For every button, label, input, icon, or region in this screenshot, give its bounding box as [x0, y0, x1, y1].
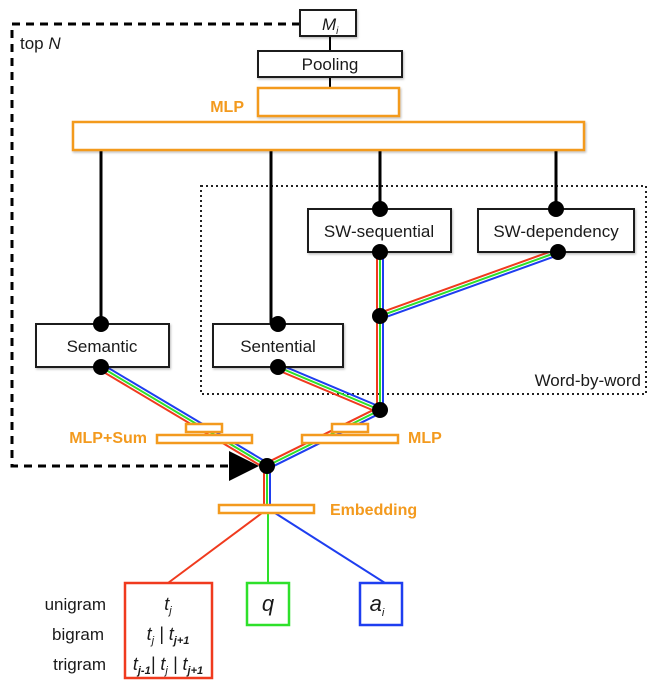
junction-dot — [372, 308, 388, 324]
mid-mlp-small-bar — [330, 422, 370, 434]
unigram-label: unigram — [45, 595, 106, 614]
wire-bundle-semantic — [100, 366, 268, 467]
embedding-bar — [217, 503, 316, 515]
wire-bundle-sentential — [278, 363, 382, 409]
bigram-label: bigram — [52, 625, 104, 644]
top-mlp-label: MLP — [210, 99, 244, 116]
wire-bundle-sentential — [277, 366, 381, 411]
word-by-word-group — [200, 185, 647, 395]
wire-bundle-sentential — [276, 368, 380, 414]
junction-dot — [548, 201, 564, 217]
wire-input-t — [167, 512, 263, 584]
junction-dot — [372, 244, 388, 260]
junction-dot — [93, 316, 109, 332]
top-n-feedback-arrow — [10, 22, 300, 481]
junction-dot — [270, 316, 286, 332]
junction-dot — [372, 201, 388, 217]
output-node-box — [299, 9, 357, 37]
mid-mlp-label: MLP — [408, 430, 442, 447]
input-a-label: ai — [370, 591, 385, 619]
sw-sequential-label: SW-sequential — [324, 222, 434, 241]
top-mlp-small-bar — [256, 86, 401, 118]
wire-input-a — [274, 512, 386, 584]
mid-mlp-wide-bar — [300, 433, 400, 445]
mlp-sum-wide-bar — [155, 433, 254, 445]
input-a-box — [358, 581, 404, 627]
mlp-sum-label: MLP+Sum — [69, 430, 147, 447]
output-node-label: Mi — [322, 15, 339, 37]
junction-dot — [259, 458, 275, 474]
top-mlp-wide-bar — [71, 120, 586, 152]
wire-bundle-sw-dependency — [378, 248, 558, 315]
top-n-label: top N — [20, 34, 61, 53]
sw-dependency-label: SW-dependency — [493, 222, 619, 241]
mlp-sum-small-bar — [184, 422, 224, 434]
word-by-word-label: Word-by-word — [535, 371, 641, 390]
semantic-label: Semantic — [67, 337, 138, 356]
wire-bundle-sw-dependency — [379, 251, 559, 317]
junction-dot — [550, 244, 566, 260]
junction-dot — [372, 402, 388, 418]
junction-dot — [270, 359, 286, 375]
pooling-node-label: Pooling — [302, 55, 359, 74]
input-q-label: q — [262, 591, 275, 616]
unigram-expression: tj — [164, 594, 172, 617]
wire-bundle-semantic — [102, 363, 270, 465]
wire-bundle-sw-dependency — [380, 253, 560, 320]
rgb-wire-bundles — [98, 248, 560, 584]
junction-dot — [93, 359, 109, 375]
trigram-label: trigram — [53, 655, 106, 674]
input-q-box — [245, 581, 291, 627]
wire-bundle-semantic — [98, 368, 266, 470]
pooling-node-box — [257, 50, 403, 78]
embedding-label: Embedding — [330, 502, 417, 519]
trigram-expression: tj-1| tj | tj+1 — [133, 654, 203, 677]
input-t-box — [123, 581, 214, 680]
sentential-label: Sentential — [240, 337, 316, 356]
